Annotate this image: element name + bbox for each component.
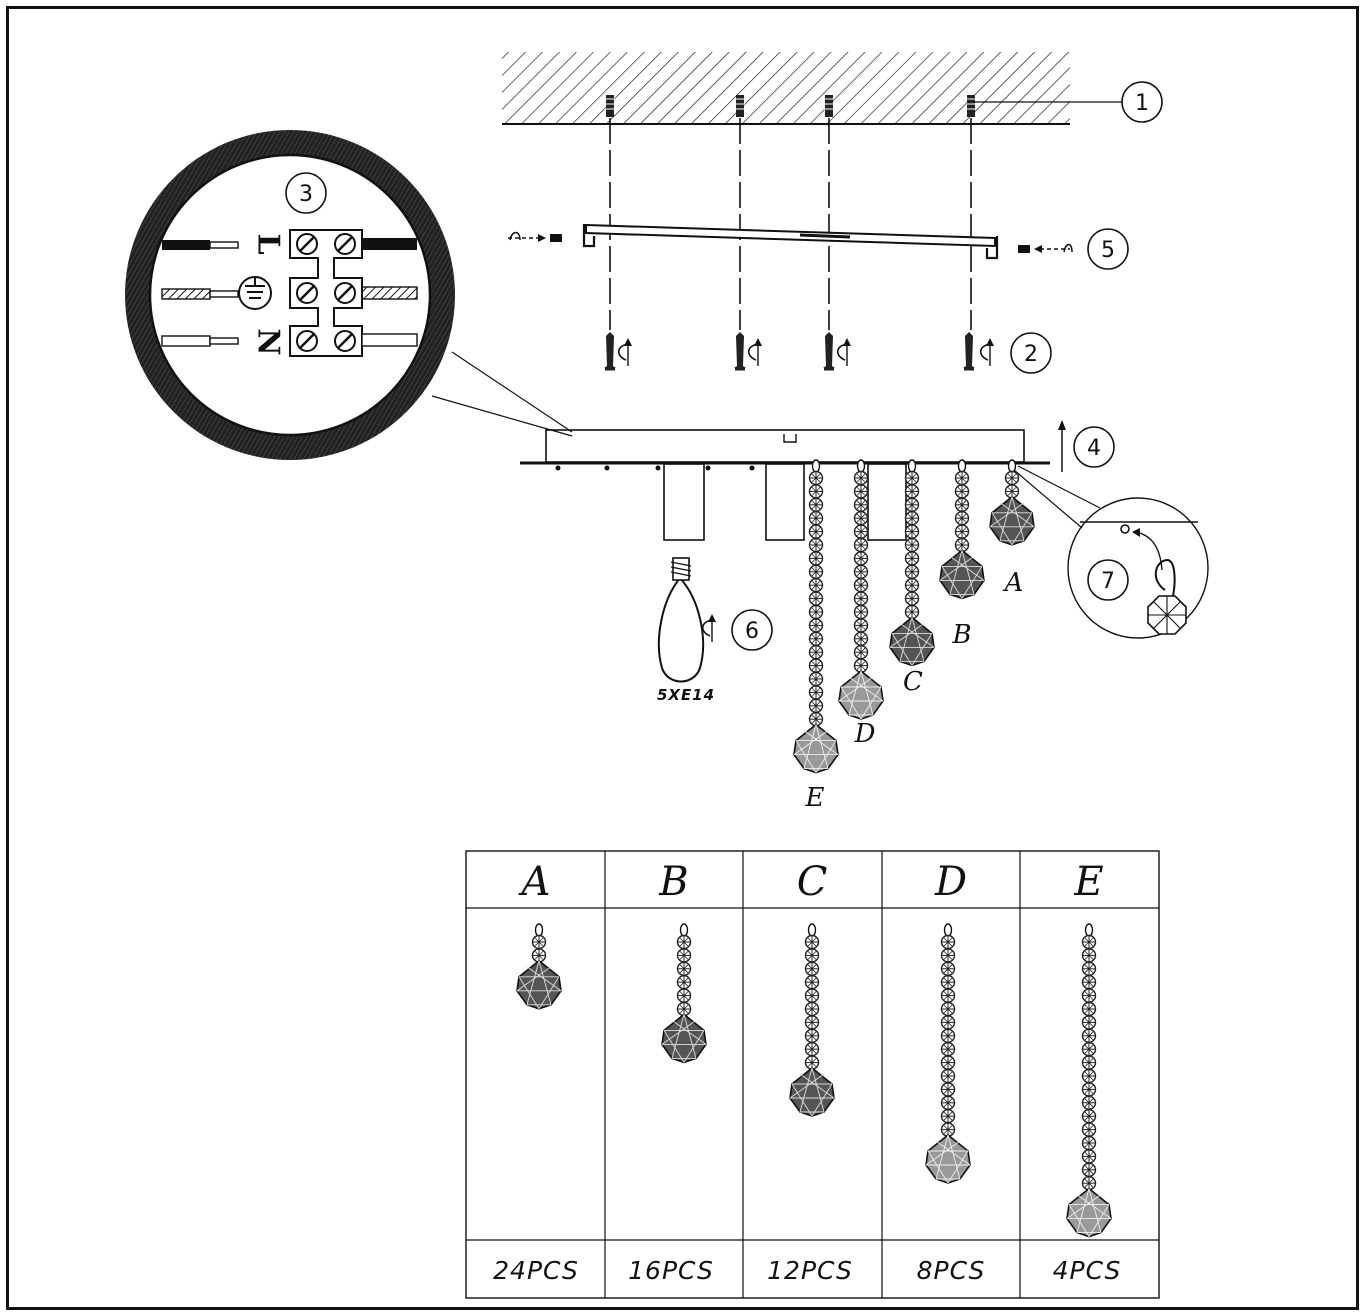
table-strand-e xyxy=(1066,923,1112,1238)
table-qty-b: 16PCS xyxy=(628,1256,714,1285)
lamp-holders xyxy=(663,463,907,541)
live-terminal-label: L xyxy=(251,233,286,254)
neutral-wires xyxy=(161,333,418,347)
table-qty-c: 12PCS xyxy=(767,1256,853,1285)
strand-b xyxy=(939,459,985,600)
callout-2-number: 2 xyxy=(1024,342,1038,367)
strand-a xyxy=(989,459,1035,546)
canopy-plate xyxy=(520,429,1050,465)
callout-3: 3 xyxy=(285,172,327,214)
callout-6-number: 6 xyxy=(745,619,759,644)
parts-table: A B C D E 24PCS 16PCS 12PCS 8PCS 4PCS xyxy=(465,850,1160,1299)
fixing-screws xyxy=(602,330,995,371)
table-header-b: B xyxy=(658,859,688,905)
strand-label-b: B xyxy=(951,620,971,650)
table-strand-d xyxy=(925,923,971,1184)
earth-wires xyxy=(161,276,418,310)
callout-5-number: 5 xyxy=(1101,238,1115,263)
table-header-c: C xyxy=(797,859,828,905)
callout-4-number: 4 xyxy=(1087,436,1101,461)
table-qty-d: 8PCS xyxy=(917,1256,986,1285)
callout-2: 2 xyxy=(1010,332,1052,374)
table-header-e: E xyxy=(1073,859,1103,905)
mounting-holes xyxy=(555,465,755,471)
bracket-bolt-right xyxy=(1018,243,1073,253)
bulb-illustration xyxy=(657,557,717,683)
callout-6: 6 xyxy=(731,609,773,651)
table-strand-illustrations xyxy=(516,923,1112,1238)
callout-1: 1 xyxy=(973,81,1163,123)
callout-1-number: 1 xyxy=(1135,91,1149,116)
callout-3-number: 3 xyxy=(299,182,313,207)
lift-arrow xyxy=(1058,420,1066,472)
live-wires xyxy=(162,238,417,250)
strand-label-a: A xyxy=(1003,568,1024,598)
crystal-strands xyxy=(793,459,1035,774)
terminal-block xyxy=(289,229,363,357)
table-strand-b xyxy=(661,923,707,1064)
mounting-bracket xyxy=(582,223,999,260)
callout-7: 7 xyxy=(1087,559,1129,601)
strand-label-c: C xyxy=(903,667,923,697)
callout-7-number: 7 xyxy=(1101,569,1115,594)
neutral-terminal-label: N xyxy=(251,328,286,355)
strand-label-d: D xyxy=(854,719,876,749)
bulb-spec-label: 5XE14 xyxy=(657,686,715,704)
hook-detail xyxy=(1013,465,1209,639)
callout-5: 5 xyxy=(1087,228,1129,270)
table-header-a: A xyxy=(518,859,551,905)
table-qty-e: 4PCS xyxy=(1053,1256,1122,1285)
bracket-bolt-left xyxy=(508,231,562,242)
wiring-detail: L N xyxy=(125,130,573,460)
table-strand-a xyxy=(516,923,562,1010)
callout-4: 4 xyxy=(1073,426,1115,468)
table-header-d: D xyxy=(934,859,967,905)
strand-e xyxy=(793,459,839,774)
strand-d xyxy=(838,459,884,720)
drawing-frame xyxy=(6,6,1359,1310)
guide-lines xyxy=(609,118,972,330)
table-strand-c xyxy=(789,923,835,1117)
strand-label-e: E xyxy=(805,783,825,813)
ceiling xyxy=(502,52,1070,125)
strand-c xyxy=(889,459,935,667)
table-qty-a: 24PCS xyxy=(493,1256,579,1285)
